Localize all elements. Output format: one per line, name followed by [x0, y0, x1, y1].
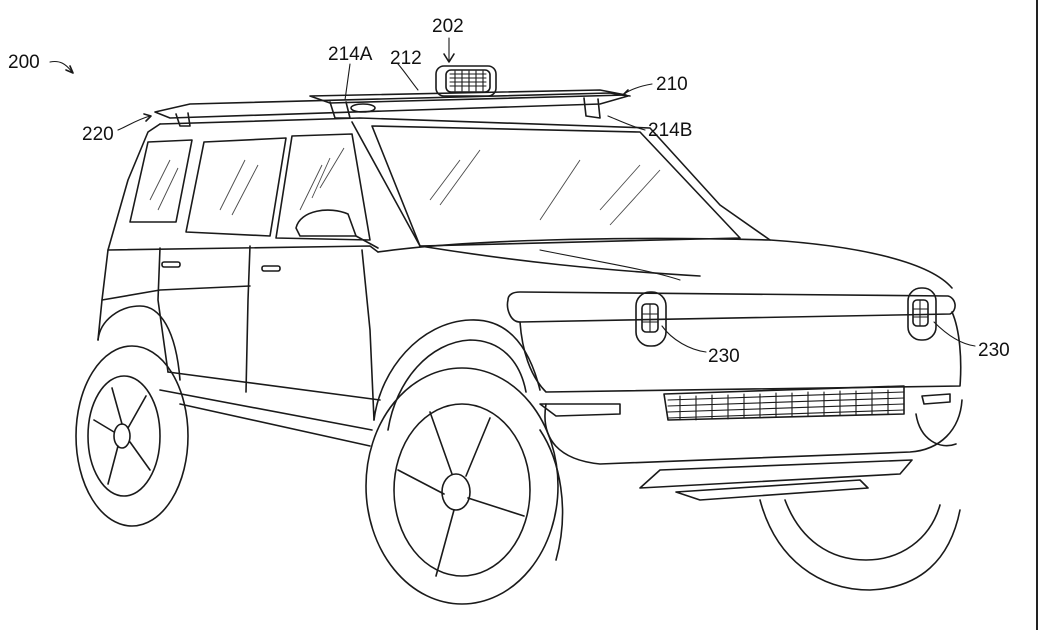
rear-left-wheel [75, 345, 189, 527]
label-mount-b: 214B [648, 120, 692, 141]
label-mount-a: 214A [328, 44, 373, 65]
roof-rack [154, 89, 629, 127]
image-border [1036, 0, 1038, 630]
label-sensor: 202 [432, 16, 464, 37]
label-crossbar: 212 [390, 48, 422, 69]
label-roof-rail: 220 [82, 124, 114, 145]
roof-sensor [435, 65, 497, 97]
headlight-right [907, 287, 937, 341]
label-headlight-right: 230 [978, 340, 1010, 361]
label-figure: 200 [8, 52, 40, 73]
front-left-wheel [365, 367, 564, 605]
front-right-wheel [759, 499, 961, 591]
vehicle-body [97, 117, 963, 501]
label-headlight-left: 230 [708, 346, 740, 367]
label-rack: 210 [656, 74, 688, 95]
headlight-left [635, 291, 667, 347]
leader-lines [49, 37, 976, 353]
